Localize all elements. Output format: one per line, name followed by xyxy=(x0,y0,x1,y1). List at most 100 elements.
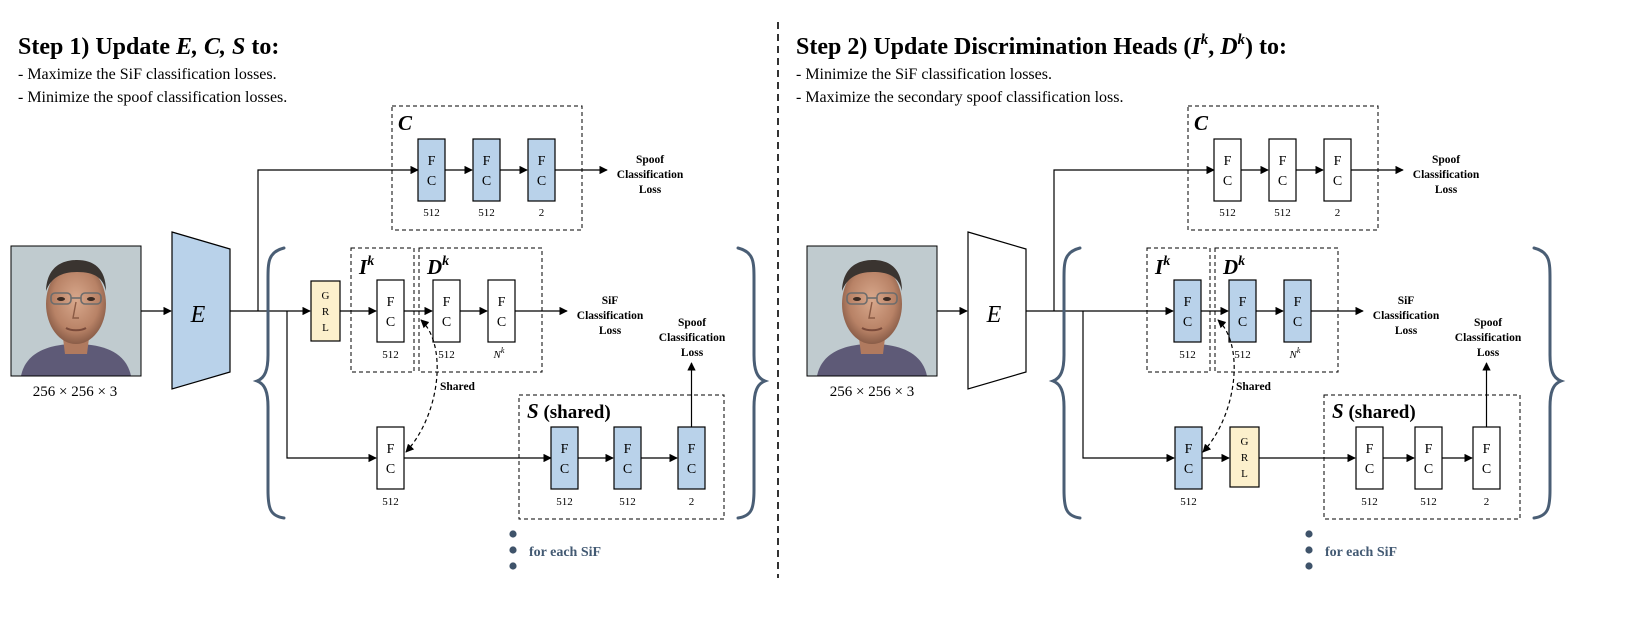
s-dim-1: 512 xyxy=(556,496,573,508)
shared-weights-arrow xyxy=(405,319,438,453)
s-dim-3: 2 xyxy=(689,496,695,508)
dk-fc-1: F C xyxy=(1228,279,1257,343)
svg-text:F: F xyxy=(498,295,506,310)
ik-block-label: Ik xyxy=(1154,254,1170,279)
grl-block: G R L xyxy=(1229,426,1260,488)
svg-text:C: C xyxy=(1424,462,1433,477)
svg-text:C: C xyxy=(1183,315,1192,330)
c-block-label: C xyxy=(1194,111,1209,135)
sif-loss-line-3: Loss xyxy=(599,325,622,337)
svg-text:C: C xyxy=(1333,174,1342,189)
dk-dim-1: 512 xyxy=(438,349,455,361)
s-fc-1: F C xyxy=(1355,426,1384,490)
spoof-loss-s-line-3: Loss xyxy=(1477,347,1500,359)
s-block-frame xyxy=(518,394,725,520)
shared-weights-arrow xyxy=(1202,319,1235,453)
for-each-sif-label: for each SiF xyxy=(1325,545,1397,560)
left-brace xyxy=(1048,246,1082,520)
dk-fc-1: F C xyxy=(432,279,461,343)
c-fc-2: F C xyxy=(1268,138,1297,202)
ik-block-frame xyxy=(1146,247,1211,373)
s-block-frame xyxy=(1323,394,1521,520)
c-block-label: C xyxy=(398,111,413,135)
spoof-loss-s-line-3: Loss xyxy=(681,347,704,359)
svg-text:F: F xyxy=(483,154,491,169)
shared-fc-dim: 512 xyxy=(382,496,399,508)
spoof-loss-s-line-2: Classification xyxy=(659,332,726,344)
svg-text:C: C xyxy=(1293,315,1302,330)
ellipsis-dot xyxy=(1305,562,1313,570)
spoof-loss-s-line-1: Spoof xyxy=(678,317,706,329)
svg-text:C: C xyxy=(386,462,395,477)
ik-block-frame xyxy=(350,247,415,373)
svg-text:F: F xyxy=(1425,442,1433,457)
s-block-label: S (shared) xyxy=(527,399,611,423)
c-dim-2: 512 xyxy=(478,207,495,219)
ellipsis-dot xyxy=(509,530,517,538)
image-size-label: 256 × 256 × 3 xyxy=(830,384,914,400)
svg-text:C: C xyxy=(560,462,569,477)
spoof-loss-top-line-3: Loss xyxy=(1435,184,1458,196)
svg-text:C: C xyxy=(1238,315,1247,330)
svg-text:F: F xyxy=(1279,154,1287,169)
image-size-label: 256 × 256 × 3 xyxy=(33,384,117,400)
svg-text:C: C xyxy=(1482,462,1491,477)
svg-text:F: F xyxy=(1184,295,1192,310)
panel-step-1: Step 1) Update E, C, S to: - Maximize th… xyxy=(10,34,770,570)
svg-text:L: L xyxy=(1241,468,1248,480)
s-dim-3: 2 xyxy=(1484,496,1490,508)
s-dim-1: 512 xyxy=(1361,496,1378,508)
for-each-sif-label: for each SiF xyxy=(529,545,601,560)
c-fc-3: F C xyxy=(1323,138,1352,202)
svg-text:F: F xyxy=(1483,442,1491,457)
right-brace xyxy=(736,246,770,520)
svg-text:F: F xyxy=(538,154,546,169)
s-dim-2: 512 xyxy=(1420,496,1437,508)
svg-text:F: F xyxy=(1224,154,1232,169)
c-dim-1: 512 xyxy=(1219,207,1236,219)
svg-text:F: F xyxy=(1239,295,1247,310)
sif-loss-line-1: SiF xyxy=(1398,295,1415,307)
s-block-label: S (shared) xyxy=(1332,399,1416,423)
svg-text:C: C xyxy=(1278,174,1287,189)
sif-loss-line-2: Classification xyxy=(577,310,644,322)
dk-dim-2: Nk xyxy=(493,346,505,361)
dk-block-frame xyxy=(1214,247,1339,373)
spoof-loss-s-line-1: Spoof xyxy=(1474,317,1502,329)
svg-text:F: F xyxy=(688,442,696,457)
svg-text:F: F xyxy=(387,295,395,310)
svg-text:C: C xyxy=(386,315,395,330)
c-fc-1: F C xyxy=(1213,138,1242,202)
svg-text:F: F xyxy=(561,442,569,457)
ik-dim: 512 xyxy=(382,349,399,361)
right-brace xyxy=(1532,246,1566,520)
dk-dim-1: 512 xyxy=(1234,349,1251,361)
ellipsis-dot xyxy=(509,562,517,570)
c-fc-2: F C xyxy=(472,138,501,202)
s-fc-2: F C xyxy=(1414,426,1443,490)
encoder-e-block xyxy=(967,231,1027,390)
svg-text:C: C xyxy=(427,174,436,189)
dk-block-label: Dk xyxy=(1222,254,1245,279)
c-dim-3: 2 xyxy=(539,207,545,219)
encoder-e-label: E xyxy=(190,302,206,328)
ik-dim: 512 xyxy=(1179,349,1196,361)
svg-text:C: C xyxy=(442,315,451,330)
input-face-image xyxy=(806,245,938,377)
spoof-loss-top-line-3: Loss xyxy=(639,184,662,196)
sif-loss-line-2: Classification xyxy=(1373,310,1440,322)
c-dim-2: 512 xyxy=(1274,207,1291,219)
c-block-frame xyxy=(1187,105,1379,231)
encoder-e-block xyxy=(171,231,231,390)
ellipsis-dot xyxy=(509,546,517,554)
encoder-to-c-arrow xyxy=(257,165,419,311)
step1-title: Step 1) Update E, C, S to: xyxy=(18,34,279,60)
svg-text:C: C xyxy=(482,174,491,189)
encoder-e-label: E xyxy=(986,302,1002,328)
spoof-loss-s-line-2: Classification xyxy=(1455,332,1522,344)
shared-label: Shared xyxy=(440,381,476,393)
s-fc-2: F C xyxy=(613,426,642,490)
s-fc-1: F C xyxy=(550,426,579,490)
ellipsis-dot xyxy=(1305,530,1313,538)
step1-bullet-1: - Maximize the SiF classification losses… xyxy=(18,66,277,83)
